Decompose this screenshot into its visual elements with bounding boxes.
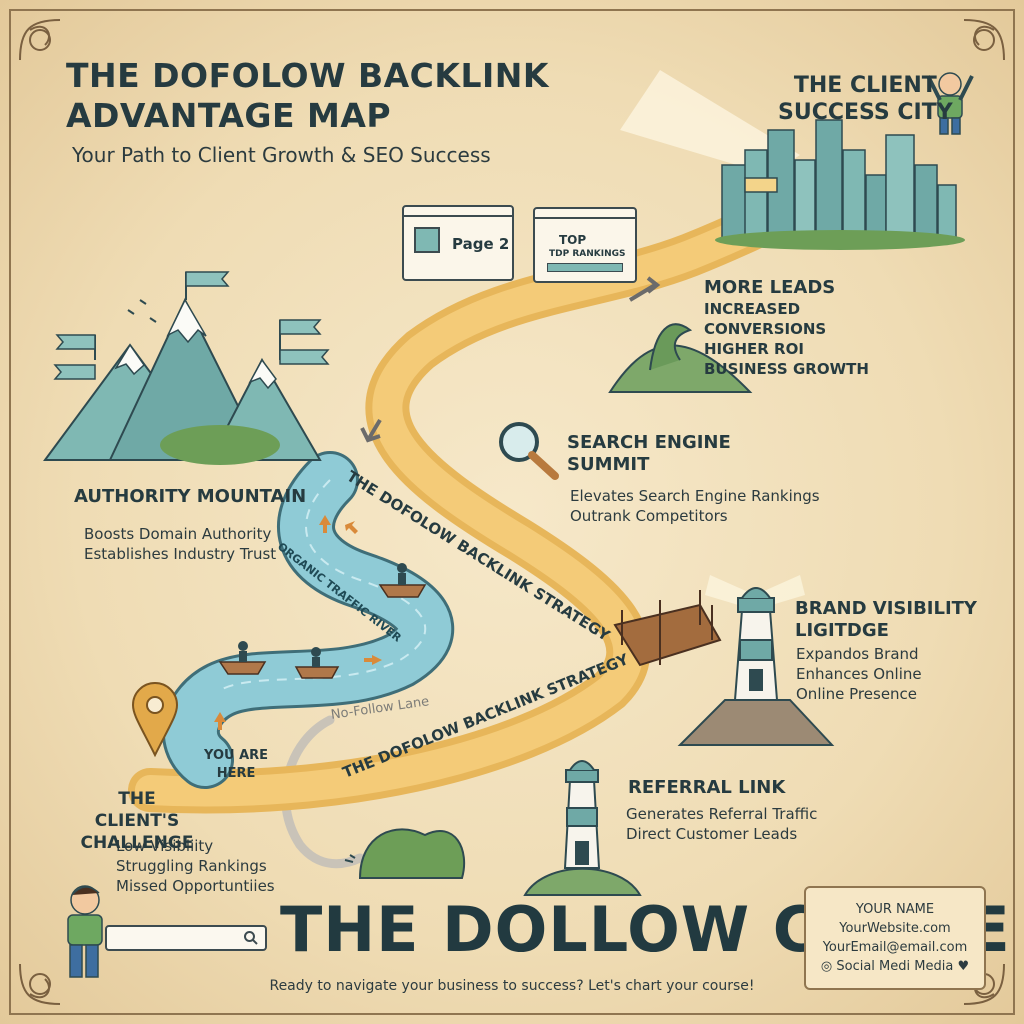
person-cheering-illustration <box>926 72 974 135</box>
corner-flourish-top-right <box>963 19 1005 61</box>
map-subtitle: Your Path to Client Growth & SEO Success <box>72 143 491 167</box>
map-title-line1: THE DOFOLOW BACKLINK <box>66 56 549 95</box>
brand-visibility-item: Expandos Brand <box>796 645 919 663</box>
search-summit-title-line1: SEARCH ENGINE <box>567 432 731 453</box>
brand-visibility-item: Online Presence <box>796 685 918 703</box>
authority-mountain-illustration <box>43 271 330 465</box>
leads-hill-illustration <box>608 323 753 393</box>
magnifier-illustration <box>499 422 559 480</box>
brand-lighthouse-illustration <box>677 575 835 746</box>
river-arrow-icons <box>214 515 382 730</box>
you-are-here-label: YOU ARE HERE <box>204 747 268 783</box>
corner-flourish-bottom-left <box>19 963 61 1005</box>
map-title-line2: ADVANTAGE MAP <box>66 96 392 135</box>
authority-mountain-title: AUTHORITY MOUNTAIN <box>74 486 307 507</box>
contact-social[interactable]: ◎ Social Medi Media ♥ <box>806 957 984 976</box>
more-leads-item: INCREASED <box>704 300 801 318</box>
more-leads-item: CONVERSIONS <box>704 320 827 338</box>
client-challenge-item: Low Visibliity <box>116 837 214 855</box>
more-leads-title: MORE LEADS <box>704 277 836 298</box>
contact-card: YOUR NAME YourWebsite.com YourEmail@emai… <box>804 886 986 990</box>
contact-social-label: Social Medi Media <box>836 959 954 974</box>
more-leads-list: INCREASED CONVERSIONS HIGHER ROI BUSINES… <box>704 299 869 379</box>
heart-icon: ♥ <box>953 959 970 974</box>
search-summit-list: Elevates Search Engine Rankings Outrank … <box>570 486 820 526</box>
client-challenge-title-line2: CHALLENGE <box>80 833 194 853</box>
boat-icon <box>294 647 340 679</box>
client-city-title-line2: SUCCESS CITY <box>778 100 953 125</box>
road-arrow-up <box>628 276 661 302</box>
browser-titlebar <box>535 209 635 219</box>
client-challenge-title: THE CLIENT'S CHALLENGE <box>78 788 196 854</box>
referral-link-item: Generates Referral Traffic <box>626 805 818 823</box>
person-thinking-illustration <box>67 885 103 978</box>
road-arrow-down <box>360 418 382 443</box>
authority-mountain-item: Boosts Domain Authority <box>84 525 272 543</box>
you-are-here-line1: YOU ARE <box>204 748 269 763</box>
map-frame <box>9 9 1015 1015</box>
social-icon: ◎ <box>820 959 837 974</box>
image-placeholder-icon <box>414 227 440 253</box>
browser-titlebar <box>404 207 512 217</box>
client-challenge-list: Low Visibliity Struggling Rankings Misse… <box>116 836 275 896</box>
boat-icon <box>218 641 267 675</box>
page2-label: Page 2 <box>452 235 510 253</box>
bush-illustration <box>344 828 466 879</box>
authority-mountain-item: Establishes Industry Trust <box>84 545 277 563</box>
search-summit-item: Elevates Search Engine Rankings <box>570 487 820 505</box>
page2-browser-window: Page 2 <box>402 205 514 281</box>
map-title: THE DOFOLOW BACKLINK ADVANTAGE MAP <box>66 56 549 136</box>
contact-email[interactable]: YourEmail@email.com <box>822 940 968 955</box>
call-to-action: Ready to navigate your business to succe… <box>269 978 755 994</box>
client-challenge-item: Missed Opportuntiies <box>116 877 275 895</box>
nofollow-lane <box>281 715 365 869</box>
top-rankings-label: TDP RANKINGS <box>549 249 626 259</box>
search-summit-title: SEARCH ENGINE SUMMIT <box>567 432 731 476</box>
more-leads-item: HIGHER ROI <box>704 340 804 358</box>
brand-visibility-title-line1: BRAND VISIBILITY <box>795 598 977 619</box>
location-pin-icon <box>131 682 179 758</box>
brand-visibility-title-line2: LIGITDGE <box>795 620 889 641</box>
brand-visibility-list: Expandos Brand Enhances Online Online Pr… <box>796 644 922 704</box>
top-label: TOP <box>559 233 587 247</box>
bridge-illustration <box>613 590 722 667</box>
brand-visibility-item: Enhances Online <box>796 665 922 683</box>
referral-link-item: Direct Customer Leads <box>626 825 798 843</box>
client-city-title: THE CLIENT SUCCESS CITY <box>778 72 953 126</box>
referral-link-list: Generates Referral Traffic Direct Custom… <box>626 804 817 844</box>
search-input[interactable] <box>105 925 267 951</box>
authority-mountain-list: Boosts Domain Authority Establishes Indu… <box>84 524 276 564</box>
boat-icon <box>378 563 427 598</box>
brand-visibility-title: BRAND VISIBILITY LIGITDGE <box>795 598 977 642</box>
referral-lighthouse-illustration <box>523 760 642 896</box>
contact-name: YOUR NAME <box>855 902 935 917</box>
search-summit-item: Outrank Competitors <box>570 507 728 525</box>
spotlight-beam <box>620 70 800 175</box>
corner-flourish-top-left <box>19 19 61 61</box>
more-leads-item: BUSINESS GROWTH <box>704 360 869 378</box>
client-city-title-line1: THE CLIENT <box>793 73 937 98</box>
contact-website[interactable]: YourWebsite.com <box>839 921 951 936</box>
rankings-bar <box>547 263 623 272</box>
success-city-illustration <box>715 119 965 250</box>
you-are-here-line2: HERE <box>216 766 256 781</box>
client-challenge-title-line1: THE CLIENT'S <box>94 789 180 831</box>
client-challenge-item: Struggling Rankings <box>116 857 267 875</box>
search-summit-title-line2: SUMMIT <box>567 454 650 475</box>
top-rankings-browser-window: TOP TDP RANKINGS <box>533 207 637 283</box>
referral-link-title: REFERRAL LINK <box>628 777 786 798</box>
search-icon[interactable] <box>243 930 259 946</box>
